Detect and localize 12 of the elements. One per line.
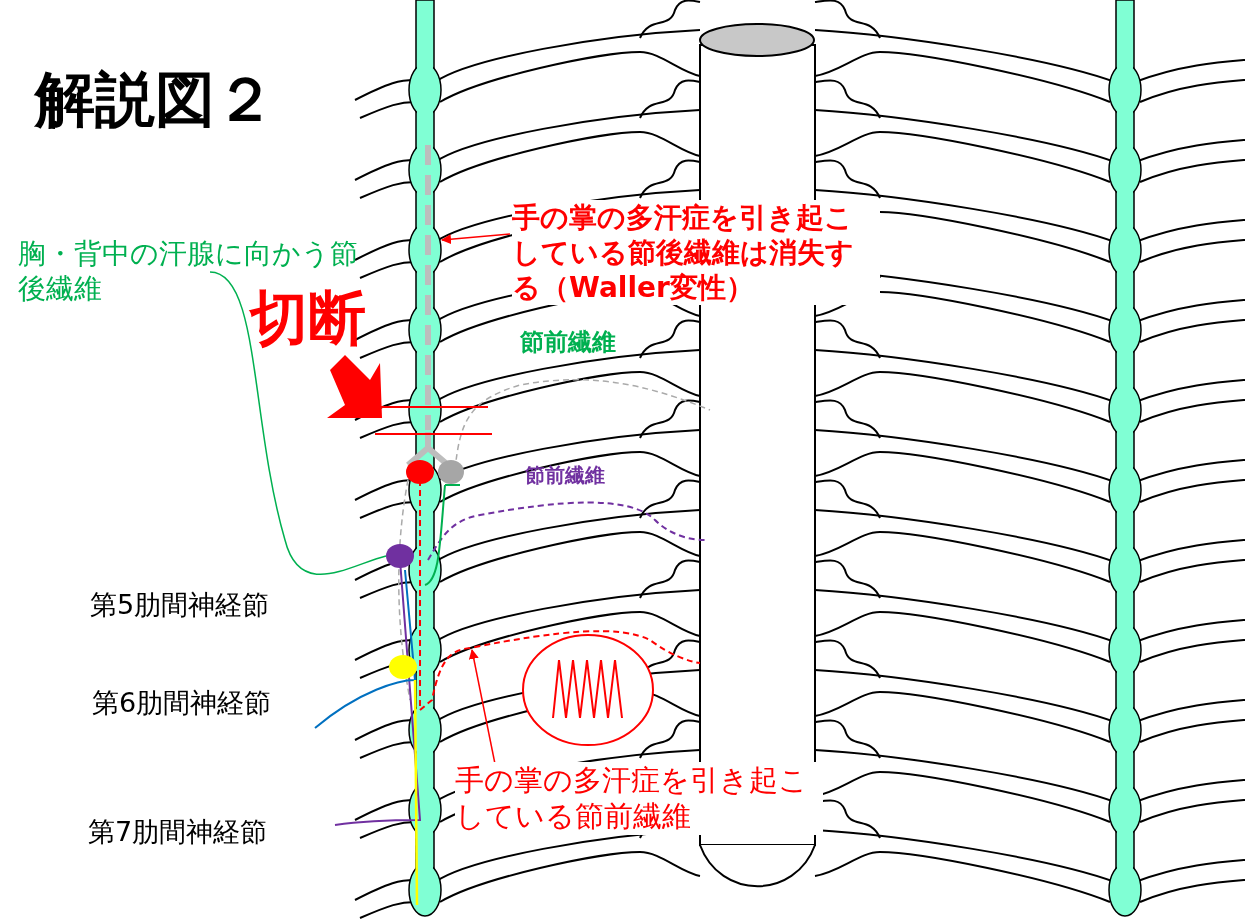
leader-line <box>441 233 511 245</box>
callout-text: 手の掌の多汗症を引き起こしている節前繊維 <box>455 762 823 835</box>
cut-label: 切断 <box>250 283 366 354</box>
leader-line <box>468 649 496 765</box>
ganglion-label: 第7肋間神経節 <box>88 815 268 849</box>
title: 解説図２ <box>35 63 275 136</box>
leader-line <box>209 271 387 575</box>
ganglion-label: 第6肋間神経節 <box>92 686 272 720</box>
callout-text: 手の掌の多汗症を引き起こしている節後繊維は消失する（Waller変性） <box>512 200 880 305</box>
fiber-label: 節前繊維 <box>525 463 605 488</box>
ganglion-label: 第5肋間神経節 <box>90 588 270 622</box>
fiber-label: 節前繊維 <box>520 327 616 357</box>
